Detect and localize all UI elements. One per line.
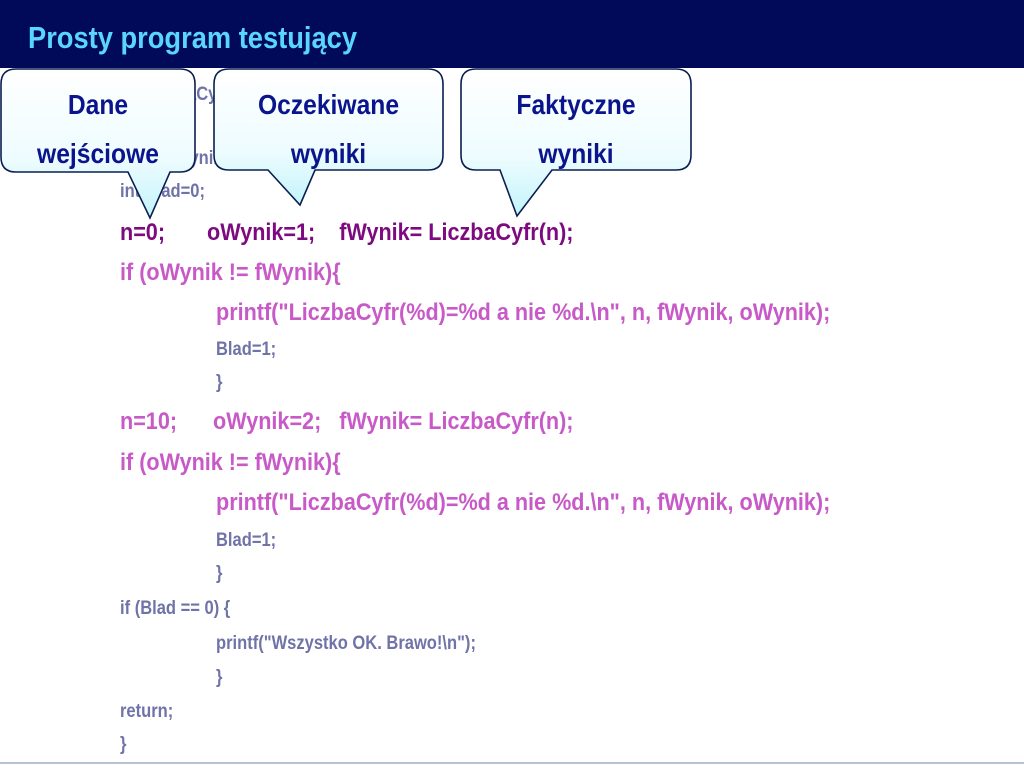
code-line-13: } (216, 563, 223, 584)
callout-actual-label: Faktyczne wyniki (475, 80, 677, 178)
callout-input-line1: Dane (67, 89, 129, 120)
code-line-4: n=0; oWynik=1; fWynik= LiczbaCyfr(n); (120, 219, 574, 246)
code-line-6: printf("LiczbaCyfr(%d)=%d a nie %d.\n", … (216, 299, 831, 326)
code-line-15: printf("Wszystko OK. Brawo!\n"); (216, 633, 476, 654)
callout-input-line2: wejściowe (37, 138, 159, 169)
code-line-8: } (216, 372, 223, 393)
code-line-10: if (oWynik != fWynik){ (120, 449, 341, 476)
code-line-17: return; (120, 701, 174, 722)
title-bar: Prosty program testujący (0, 0, 1024, 68)
code-line-3: int Blad=0; (120, 181, 205, 202)
callout-actual-line1: Faktyczne (516, 89, 636, 120)
code-line-12: Blad=1; (216, 530, 277, 551)
code-line-14: if (Blad == 0) { (120, 598, 231, 619)
code-line-11: printf("LiczbaCyfr(%d)=%d a nie %d.\n", … (216, 489, 831, 516)
callout-input-label: Dane wejściowe (13, 80, 184, 178)
code-line-9: n=10; oWynik=2; fWynik= LiczbaCyfr(n); (120, 408, 574, 435)
code-line-16: } (216, 667, 223, 688)
code-line-5: if (oWynik != fWynik){ (120, 259, 341, 286)
code-line-18: } (120, 734, 127, 755)
callout-actual-line2: wyniki (538, 138, 614, 169)
slide-title: Prosty program testujący (28, 20, 357, 55)
callout-expected-line1: Oczekiwane (257, 89, 400, 120)
code-line-7: Blad=1; (216, 339, 277, 360)
callout-expected-line2: wyniki (290, 138, 367, 169)
callout-expected-label: Oczekiwane wyniki (228, 80, 430, 178)
bottom-divider (0, 762, 1024, 764)
